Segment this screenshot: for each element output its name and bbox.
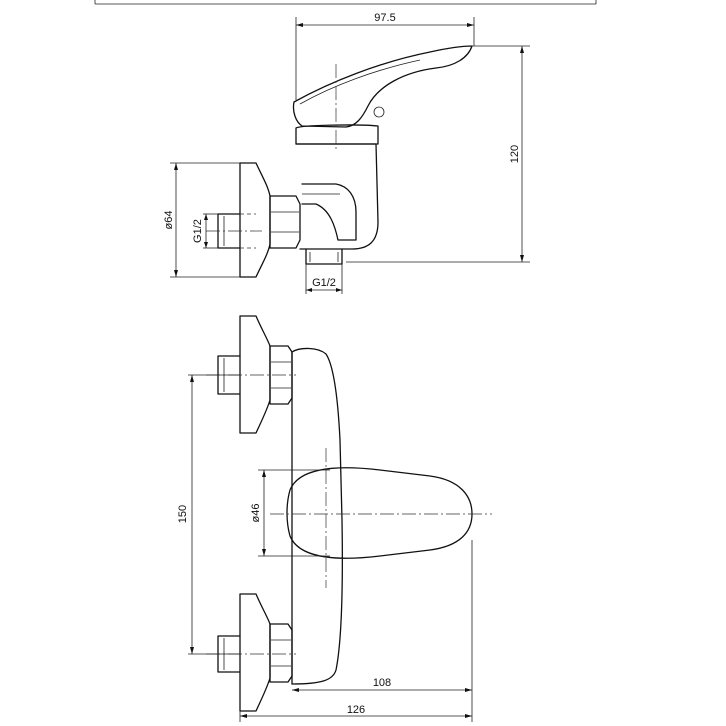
dim-lever-label: ø46 [250,504,262,523]
side-rosette [239,162,271,278]
side-cap [295,124,379,145]
dim-length-label: 97.5 [374,12,395,24]
dim-centers-label: 150 [177,505,189,523]
side-dimensions: 97.5 120 ø64 G1/2 G1/2 [163,12,530,294]
side-outlet [305,248,343,265]
dim-projection-body-label: 108 [373,677,391,689]
front-rosette-upper [239,315,271,434]
frame-top [94,0,597,5]
front-nut-lower [269,623,293,683]
side-hex-nut [269,195,301,249]
front-view [206,315,492,712]
front-lever [286,467,473,559]
front-rosette-lower [239,593,271,712]
side-body [295,143,379,250]
side-lever [292,45,473,128]
dim-rosette-label: ø64 [163,211,175,230]
front-body [291,347,343,685]
side-view [206,45,473,278]
dim-height-label: 120 [509,145,521,163]
front-dimensions: 150 ø46 108 126 [177,374,473,722]
dim-projection-total-label: 126 [347,704,365,716]
dim-outlet-thread-label: G1/2 [312,277,336,289]
dim-inlet-thread-label: G1/2 [192,219,204,243]
